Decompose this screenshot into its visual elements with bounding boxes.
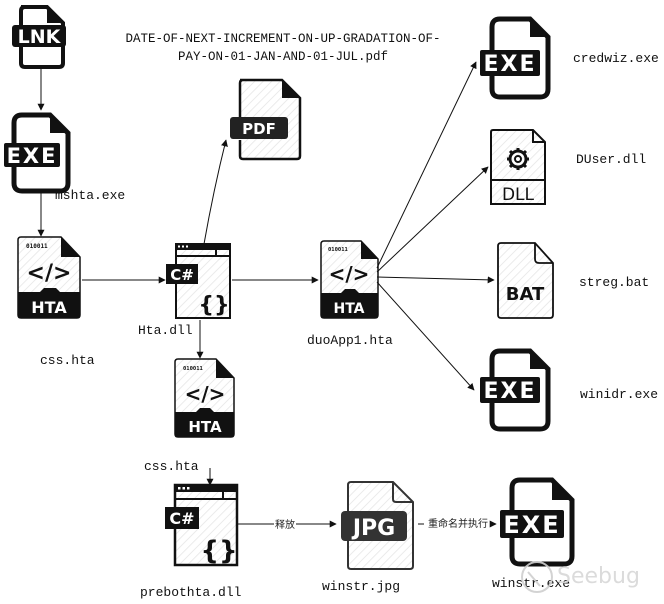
edge-label-rename-execute: 重命名并执行 (428, 517, 488, 530)
hta-file-icon-css: 010011 </> HTA (17, 236, 81, 319)
label-duser-dll: DUser.dll (576, 152, 646, 167)
edge-duoapp-to-streg (376, 276, 495, 284)
svg-text:EXE: EXE (7, 144, 58, 168)
svg-text:PDF: PDF (242, 120, 276, 138)
svg-text:</>: </> (329, 262, 370, 286)
svg-text:C#: C# (170, 266, 194, 284)
label-credwiz-exe: credwiz.exe (573, 51, 659, 66)
edge-duoapp-to-winidr (376, 281, 475, 391)
dll-gear-icon: DLL (490, 129, 546, 205)
edges: 释放 重命名并执行 (37, 61, 497, 531)
svg-text:EXE: EXE (503, 511, 560, 539)
label-duoapp: duoApp1.hta (307, 333, 393, 348)
edge-duoapp-to-duser (376, 166, 489, 273)
svg-text:010011: 010011 (26, 243, 48, 250)
label-hta-dll: Hta.dll (138, 323, 193, 338)
svg-text:</>: </> (185, 382, 226, 406)
exe-file-icon-winstr: EXE (500, 477, 575, 567)
hta-file-icon-css-2: 010011 </> HTA (174, 358, 235, 438)
label-winstr-exe: winstr.exe (492, 576, 570, 591)
svg-text:JPG: JPG (351, 516, 395, 541)
svg-text:HTA: HTA (333, 301, 364, 317)
pdf-title-line1: DATE-OF-NEXT-INCREMENT-ON-UP-GRADATION-O… (125, 32, 440, 46)
csharp-dll-icon-preboth: C# {} (165, 483, 239, 567)
pdf-file-icon: PDF (230, 78, 302, 161)
svg-text:</>: </> (27, 261, 72, 286)
svg-text:C#: C# (169, 509, 194, 528)
exe-file-icon-credwiz: EXE (480, 16, 551, 100)
svg-text:DLL: DLL (502, 185, 535, 205)
csharp-dll-icon-hta: C# {} (166, 243, 231, 319)
svg-text:HTA: HTA (31, 298, 67, 317)
label-prebothta-dll: prebothta.dll (140, 585, 242, 600)
label-winstr-jpg: winstr.jpg (322, 579, 400, 594)
svg-text:EXE: EXE (483, 52, 536, 77)
label-css-hta: css.hta (40, 353, 95, 368)
bat-file-icon: BAT (497, 242, 554, 319)
exe-file-icon-winidr: EXE (480, 348, 551, 432)
svg-text:010011: 010011 (328, 247, 349, 253)
hta-file-icon-duoapp: 010011 </> HTA (320, 240, 379, 319)
seebug-watermark: Seebug (521, 561, 640, 593)
edge-duoapp-to-credwiz (376, 61, 477, 269)
svg-text:010011: 010011 (183, 366, 204, 372)
label-css-hta-2: css.hta (144, 459, 199, 474)
svg-text:{}: {} (198, 293, 229, 318)
label-winidr-exe: winidr.exe (580, 387, 658, 402)
lnk-file-icon: LNK (12, 5, 66, 69)
edge-htadll-to-pdf (203, 139, 228, 245)
jpg-file-icon: JPG (341, 481, 414, 570)
svg-text:LNK: LNK (18, 26, 62, 48)
svg-text:EXE: EXE (483, 379, 536, 404)
exe-file-icon: EXE (4, 112, 71, 194)
svg-text:{}: {} (200, 536, 237, 566)
watermark-text: Seebug (557, 564, 640, 589)
label-streg-bat: streg.bat (579, 275, 649, 290)
edge-label-release: 释放 (275, 518, 295, 531)
svg-text:BAT: BAT (506, 284, 545, 305)
svg-text:HTA: HTA (188, 418, 222, 436)
label-mshta: mshta.exe (55, 188, 125, 203)
pdf-title-line2: PAY-ON-01-JAN-AND-01-JUL.pdf (178, 50, 388, 64)
